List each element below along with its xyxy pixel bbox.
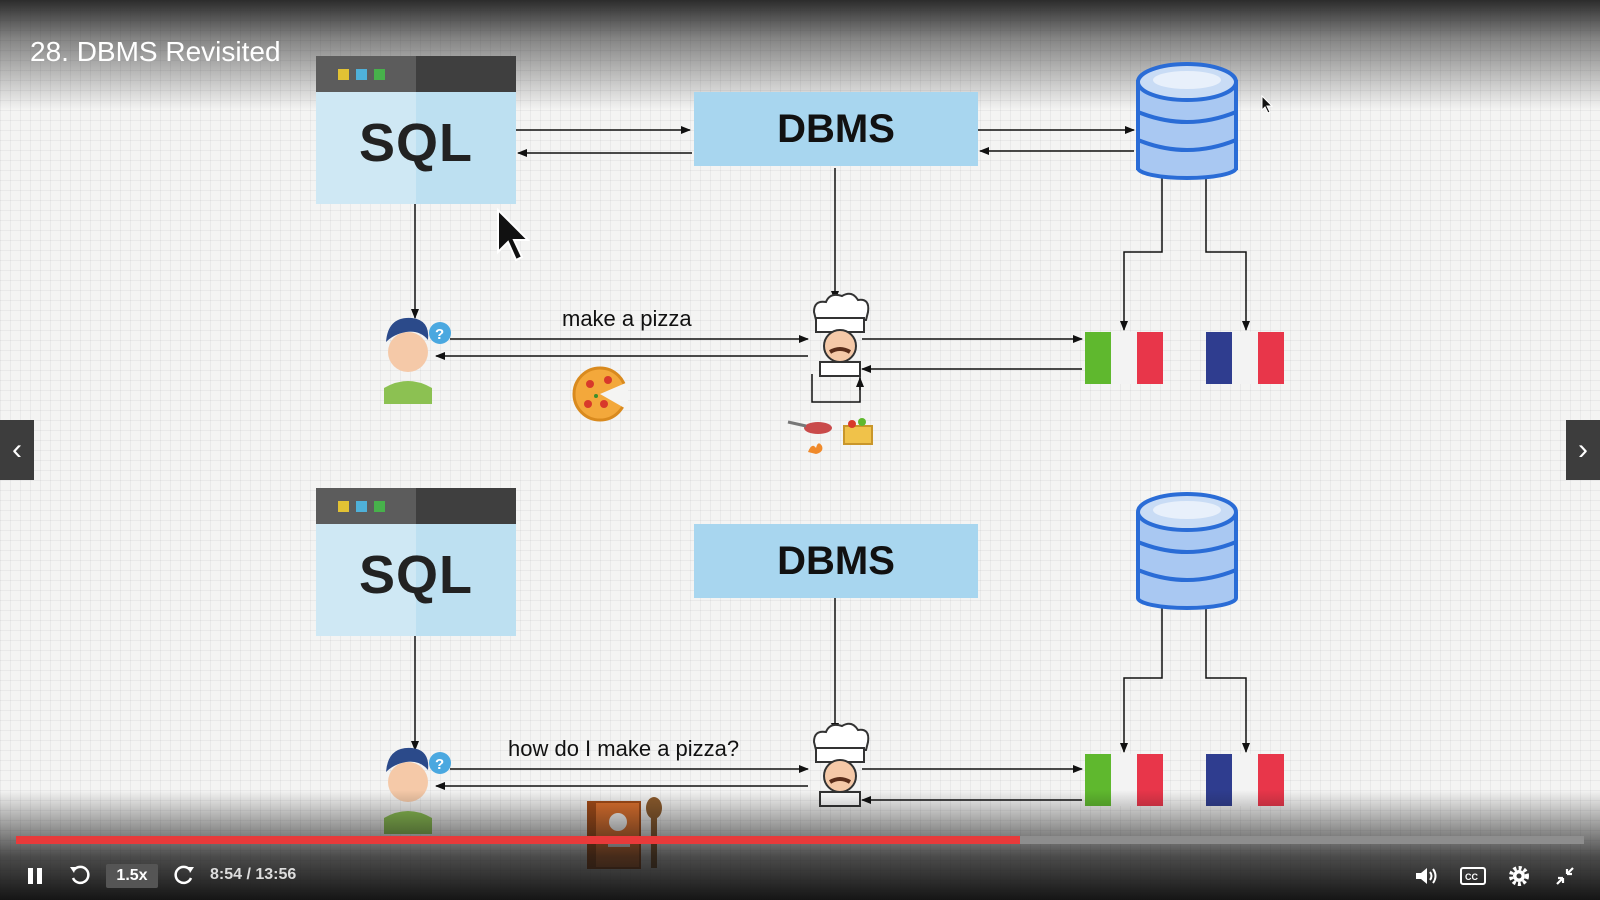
vegetables-crate-icon [843,418,873,445]
sql-label: SQL [358,545,473,605]
player-controls: 1.5x 8:54 / 13:56 CC [0,858,1600,894]
rewind-button[interactable] [64,858,96,894]
window-titlebar [316,488,516,524]
user-icon-top: ? [384,317,451,404]
sql-window-top: SQL [316,56,516,204]
captions-button[interactable]: CC [1456,858,1490,894]
arrow-db-to-italy [1120,174,1163,331]
cooking-pan-icon [787,420,832,454]
italy-flag-icon-top [1085,332,1163,384]
arrow-db-to-france-bottom [1205,604,1250,753]
svg-text:?: ? [435,326,444,343]
forward-button[interactable] [168,858,200,894]
playback-speed-button[interactable]: 1.5x [106,864,158,888]
previous-lecture-button[interactable]: ‹ [0,420,34,480]
settings-button[interactable] [1502,858,1536,894]
cc-icon: CC [1460,867,1486,885]
time-display: 8:54 / 13:56 [210,866,297,883]
next-lecture-button[interactable]: › [1566,420,1600,480]
request-caption-top: make a pizza [562,306,692,331]
small-cursor-icon [1261,94,1274,114]
france-flag-icon-top [1206,332,1284,384]
progress-played [16,836,1020,844]
chevron-right-icon: › [1578,433,1588,466]
arrow-db-to-france [1205,174,1250,331]
settings-icon [1509,866,1529,886]
dbms-box-bottom: DBMS [694,524,978,598]
arrow-db-to-italy-bottom [1120,604,1163,753]
volume-button[interactable] [1410,858,1444,894]
exit-fullscreen-icon [1556,867,1574,885]
svg-text:CC: CC [1465,872,1478,882]
chef-icon-bottom [812,722,870,807]
exit-fullscreen-button[interactable] [1548,858,1582,894]
mouse-cursor-icon [497,207,531,262]
volume-icon [1416,868,1437,884]
italy-flag-icon-bottom [1085,754,1163,806]
database-icon-top [1136,62,1238,180]
request-caption-bottom: how do I make a pizza? [508,736,740,761]
video-title: 28. DBMS Revisited [30,36,281,67]
pause-button[interactable] [20,858,50,894]
pause-icon [28,868,42,884]
dbms-box-top: DBMS [694,92,978,166]
france-flag-icon-bottom [1206,754,1284,806]
chef-icon-top [812,292,870,377]
sql-label: SQL [358,113,473,173]
progress-bar[interactable] [16,836,1584,844]
svg-text:?: ? [435,756,444,773]
chevron-left-icon: ‹ [12,433,22,466]
user-icon-bottom: ? [384,747,451,834]
rewind-icon [70,865,90,885]
forward-icon [174,865,194,885]
pizza-icon [572,366,628,422]
window-titlebar [316,56,516,92]
sql-window-bottom: SQL [316,488,516,636]
database-icon-bottom [1136,492,1238,610]
